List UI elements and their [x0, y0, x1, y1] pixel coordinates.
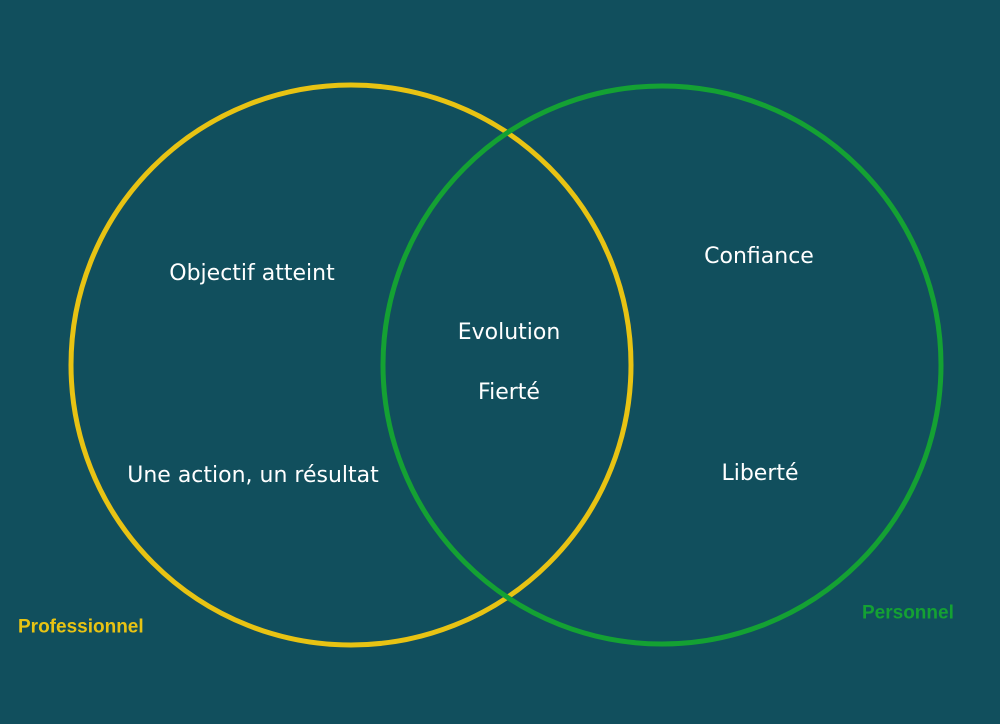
professionnel-item-action: Une action, un résultat	[127, 463, 379, 488]
personnel-item-liberte: Liberté	[721, 461, 799, 486]
personnel-item-confiance: Confiance	[704, 244, 814, 269]
professionnel-item-objectif: Objectif atteint	[169, 261, 335, 286]
professionnel-set-label: Professionnel	[18, 616, 144, 638]
intersection-item-fierte: Fierté	[478, 380, 540, 405]
personnel-circle	[380, 83, 944, 647]
personnel-set-label: Personnel	[862, 602, 954, 624]
intersection-item-evolution: Evolution	[457, 320, 561, 345]
professionnel-circle	[68, 82, 634, 648]
